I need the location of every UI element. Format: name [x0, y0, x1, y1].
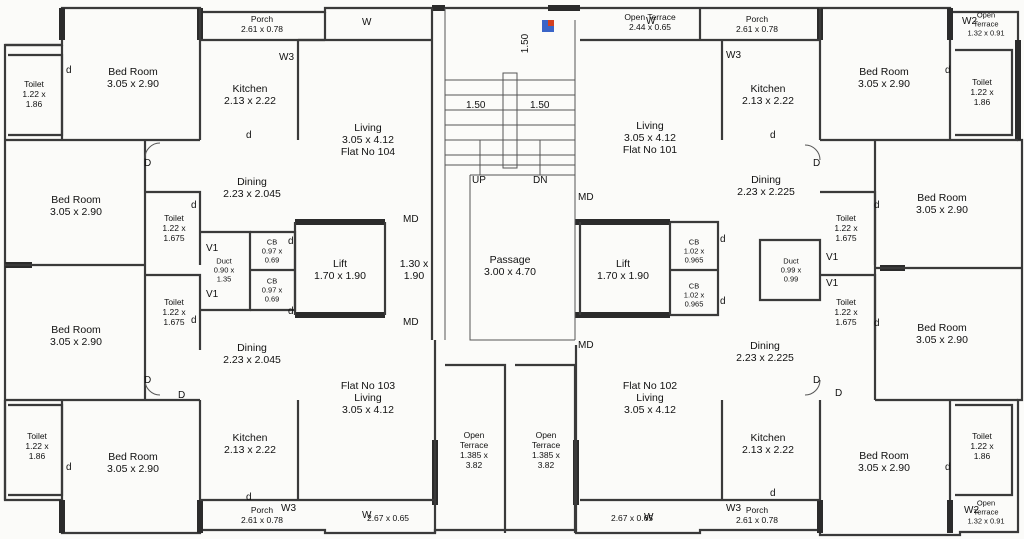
ventilator-mark: V1 — [206, 243, 219, 254]
main-door-mark: MD — [403, 214, 419, 225]
window-mark: W — [362, 510, 372, 521]
window-mark: W3 — [726, 50, 741, 61]
main-door-mark: MD — [578, 192, 594, 203]
balcony-103: 2.67 x 0.65 — [366, 513, 410, 523]
door-mark: D — [813, 375, 821, 386]
door-mark: d — [246, 492, 252, 503]
window-mark: W2 — [962, 16, 977, 27]
door-mark: d — [288, 236, 294, 247]
window-mark: W3 — [279, 52, 294, 63]
ventilator-mark: V1 — [826, 252, 839, 263]
window-mark: W — [362, 17, 372, 28]
door-mark: d — [66, 462, 72, 473]
main-door-mark: MD — [578, 340, 594, 351]
door-mark: d — [720, 296, 726, 307]
door-mark: d — [288, 306, 294, 317]
door-mark: d — [66, 65, 72, 76]
stair-down-label: DN — [533, 175, 548, 186]
stair-landing-dim: 1.50 — [520, 33, 532, 54]
door-mark: d — [246, 130, 252, 141]
stair-width-left: 1.50 — [466, 100, 486, 111]
window-mark: W — [644, 512, 654, 523]
window-mark: W — [646, 16, 656, 27]
window-mark: W3 — [281, 503, 296, 514]
door-mark: D — [178, 390, 186, 401]
ventilator-mark: V1 — [206, 289, 219, 300]
door-mark: D — [813, 158, 821, 169]
stair-width-right: 1.50 — [530, 100, 550, 111]
door-mark: D — [144, 158, 152, 169]
window-mark: W2 — [964, 505, 979, 516]
door-mark: d — [945, 462, 951, 473]
ventilator-mark: V1 — [826, 278, 839, 289]
door-mark: d — [191, 315, 197, 326]
door-mark: d — [770, 488, 776, 499]
main-door-mark: MD — [403, 317, 419, 328]
balcony-102: 2.67 x 0.65 — [610, 513, 654, 523]
door-mark: d — [874, 200, 880, 211]
door-mark: D — [144, 375, 152, 386]
door-mark: d — [874, 318, 880, 329]
door-mark: d — [770, 130, 776, 141]
door-mark: D — [835, 388, 843, 399]
door-mark: d — [720, 234, 726, 245]
stair-up-label: UP — [472, 175, 486, 186]
window-mark: W3 — [726, 503, 741, 514]
door-mark: d — [945, 65, 951, 76]
door-mark: d — [191, 200, 197, 211]
